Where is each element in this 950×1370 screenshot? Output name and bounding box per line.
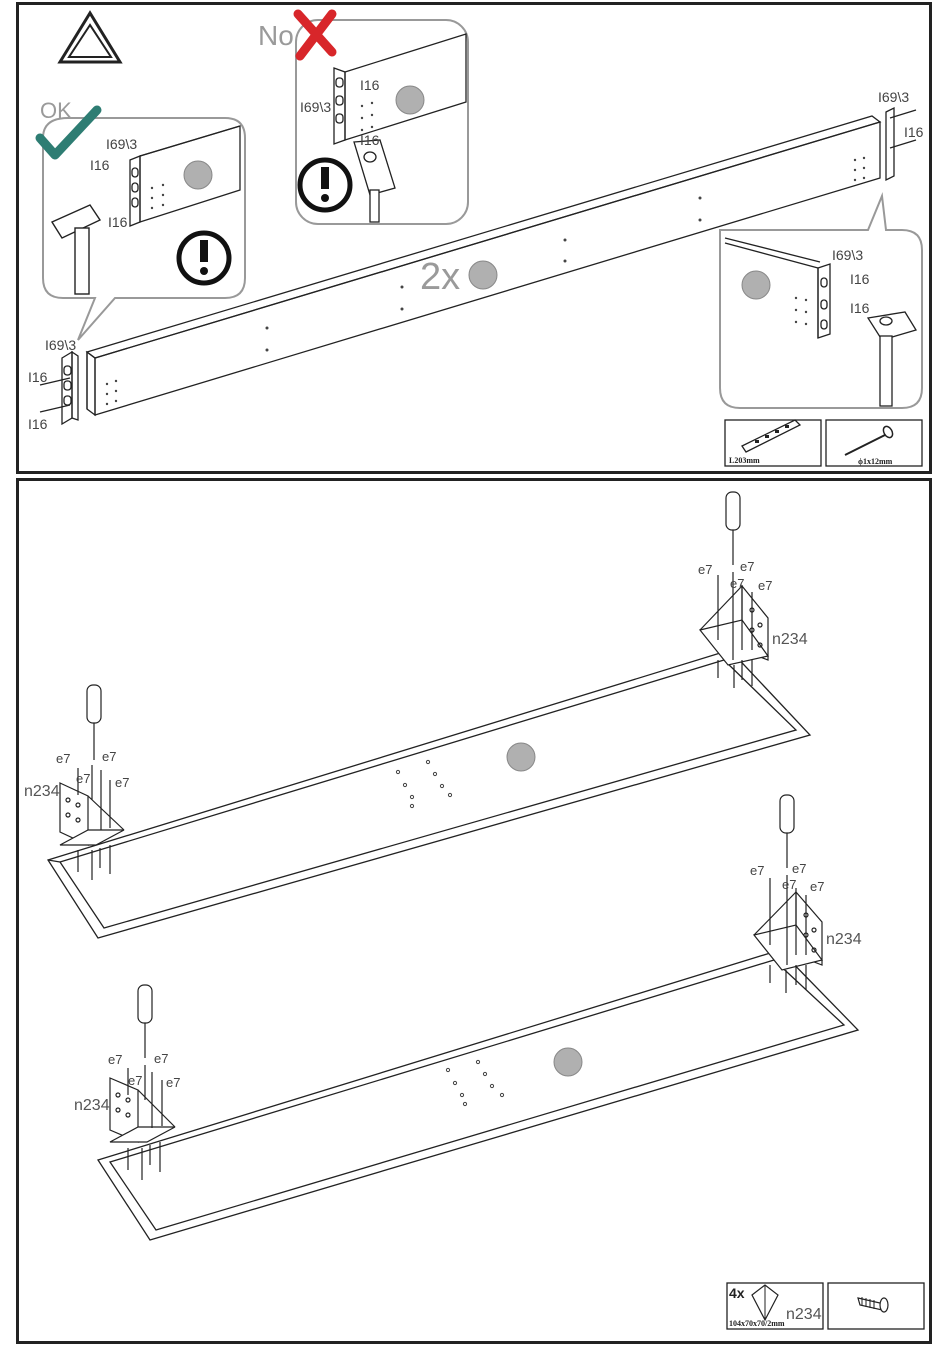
screw-label: e7 — [108, 1053, 122, 1066]
part-qty-corner-bracket: 4x — [729, 1286, 745, 1300]
screw-label: e7 — [76, 772, 90, 785]
screw-label: e7 — [740, 560, 754, 573]
screw-label-left-lower: I16 — [28, 417, 47, 431]
hammer-screw-label-lower: I16 — [850, 301, 869, 315]
corner-bracket-label: n234 — [772, 632, 808, 648]
no-bracket-label: I69\3 — [300, 100, 331, 114]
screw-label-left-upper: I16 — [28, 370, 47, 384]
screw-label: e7 — [782, 878, 796, 891]
ok-screw-label-upper: I16 — [90, 158, 109, 172]
hammer-screw-label-upper: I16 — [850, 272, 869, 286]
screw-label: e7 — [730, 577, 744, 590]
screw-label: e7 — [792, 862, 806, 875]
part-caption-bracket: L203mm — [729, 457, 760, 465]
screw-label: e7 — [154, 1052, 168, 1065]
left-end-bracket — [40, 352, 78, 424]
hammer-bracket-label: I69\3 — [832, 248, 863, 262]
screw-label: e7 — [56, 752, 70, 765]
part-caption-corner-bracket: 104x70x70/2mm — [729, 1320, 785, 1328]
step-panel-bottom — [16, 478, 932, 1344]
screw-label: e7 — [102, 750, 116, 763]
no-detail-bubble — [296, 14, 468, 224]
part-caption-nail: ϕ1x12mm — [858, 458, 892, 466]
screw-label: e7 — [698, 563, 712, 576]
bracket-label-left: I69\3 — [45, 338, 76, 352]
no-screw-label-lower: I16 — [360, 133, 379, 147]
no-screw-label-upper: I16 — [360, 78, 379, 92]
part-marker-dot — [469, 261, 497, 289]
screw-label: e7 — [810, 880, 824, 893]
right-screw-label: I16 — [904, 125, 923, 139]
no-label: No — [258, 22, 294, 50]
corner-bracket-label: n234 — [24, 784, 60, 800]
ok-label: OK — [40, 100, 72, 122]
part-label-corner-bracket: n234 — [786, 1307, 822, 1323]
screw-label: e7 — [128, 1074, 142, 1087]
corner-bracket-label: n234 — [74, 1098, 110, 1114]
ok-detail-bubble — [40, 110, 245, 340]
screw-label: e7 — [115, 776, 129, 789]
ok-screw-label-lower: I16 — [108, 215, 127, 229]
corner-bracket-label: n234 — [826, 932, 862, 948]
right-end-bracket — [886, 108, 916, 180]
warning-triangle-icon — [60, 13, 120, 62]
screw-label: e7 — [750, 864, 764, 877]
quantity-label: 2x — [420, 258, 460, 296]
screw-label: e7 — [166, 1076, 180, 1089]
right-bracket-label: I69\3 — [878, 90, 909, 104]
ok-bracket-label: I69\3 — [106, 137, 137, 151]
screw-label: e7 — [758, 579, 772, 592]
hammer-detail-bubble — [720, 196, 922, 408]
